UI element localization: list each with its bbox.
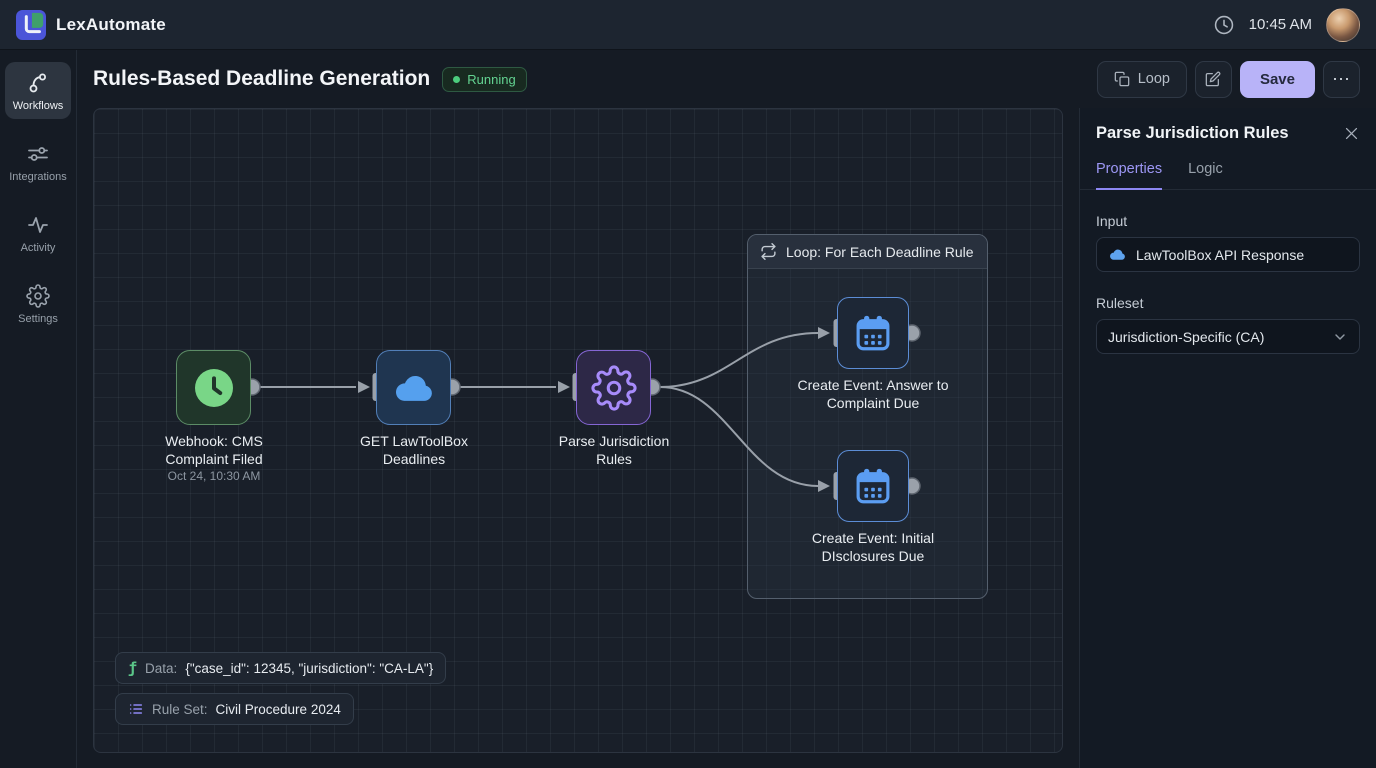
activity-pulse-icon (26, 213, 50, 237)
panel-tabs: Properties Logic (1080, 161, 1376, 190)
input-field-value: LawToolBox API Response (1136, 246, 1305, 263)
node-label-create-event-answer: Create Event: Answer to Complaint Due (797, 377, 949, 411)
sidebar-item-label: Integrations (9, 171, 67, 183)
sidebar-item-integrations[interactable]: Integrations (5, 133, 71, 190)
ruleset-field-label: Ruleset (1096, 295, 1144, 311)
gear-process-icon (590, 364, 637, 411)
properties-panel: Parse Jurisdiction Rules Properties Logi… (1079, 108, 1376, 768)
app-title: LexAutomate (56, 14, 166, 34)
data-payload-chip: ƒ Data: {"case_id": 12345, "jurisdiction… (115, 652, 447, 684)
function-json-icon: ƒ (128, 659, 138, 677)
node-parse-jurisdiction[interactable] (576, 350, 651, 425)
node-label-create-event-disclosures: Create Event: Initial DIsclosures Due (811, 530, 935, 564)
clock-trigger-icon (190, 364, 238, 412)
sidebar-item-settings[interactable]: Settings (5, 275, 71, 332)
data-chip-value: {"case_id": 12345, "jurisdiction": "CA-L… (185, 660, 434, 676)
status-badge: Running (442, 66, 527, 92)
workflow-canvas[interactable]: Loop: For Each Deadline Rule (93, 108, 1063, 753)
data-chip-label: Data: (145, 660, 178, 676)
clock-icon (1213, 14, 1235, 36)
node-webhook-cms[interactable] (176, 350, 251, 425)
ruleset-select-value: Jurisdiction-Specific (CA) (1108, 328, 1265, 345)
page-title: Rules-Based Deadline Generation (93, 67, 431, 90)
node-label-webhook: Webhook: CMS Complaint Filed (165, 433, 263, 467)
node-label-parse: Parse Jurisdiction Rules (558, 433, 670, 467)
sidebar-item-label: Workflows (12, 100, 64, 112)
calendar-icon (852, 465, 894, 507)
tab-logic[interactable]: Logic (1188, 161, 1223, 177)
edit-pencil-icon (1205, 71, 1221, 87)
calendar-icon (852, 312, 894, 354)
loop-group-header[interactable]: Loop: For Each Deadline Rule (748, 235, 987, 269)
save-button[interactable]: Save (1239, 60, 1315, 98)
sidebar-item-workflows[interactable]: Workflows (5, 62, 71, 119)
input-field[interactable]: LawToolBox API Response (1096, 237, 1360, 272)
list-icon (128, 701, 144, 717)
cloud-api-icon (391, 365, 437, 411)
lexautomate-logo-icon (16, 9, 46, 40)
rule-set-chip-value: Civil Procedure 2024 (215, 701, 341, 717)
node-timestamp-webhook: Oct 24, 10:30 AM (167, 469, 261, 483)
rule-set-chip-label: Rule Set: (152, 701, 208, 717)
repeat-loop-icon (760, 243, 777, 260)
node-create-event-disclosures[interactable] (837, 450, 909, 522)
ruleset-select[interactable]: Jurisdiction-Specific (CA) (1096, 319, 1360, 354)
workflow-icon (26, 71, 50, 95)
input-field-label: Input (1096, 213, 1128, 229)
chevron-down-icon (1332, 329, 1348, 345)
workflow-header: Rules-Based Deadline Generation Running … (77, 50, 1376, 108)
node-create-event-answer[interactable] (837, 297, 909, 369)
cloud-icon (1108, 245, 1127, 264)
more-options-button[interactable]: ⋯ (1323, 60, 1360, 98)
panel-title: Parse Jurisdiction Rules (1096, 124, 1289, 142)
node-label-get: GET LawToolBox Deadlines (360, 433, 468, 467)
tab-properties[interactable]: Properties (1096, 161, 1163, 190)
integrations-icon (26, 142, 50, 166)
current-time: 10:45 AM (1248, 16, 1312, 33)
close-icon[interactable] (1343, 125, 1360, 142)
sidebar-item-activity[interactable]: Activity (5, 204, 71, 261)
gear-icon (26, 284, 50, 308)
top-bar: LexAutomate 10:45 AM (0, 0, 1376, 50)
brand: LexAutomate (16, 9, 166, 40)
user-avatar[interactable] (1326, 7, 1360, 42)
rule-set-chip: Rule Set: Civil Procedure 2024 (115, 693, 354, 725)
status-dot (453, 75, 461, 83)
sidebar-item-label: Settings (18, 313, 58, 325)
loop-group-title: Loop: For Each Deadline Rule (786, 243, 974, 260)
sidebar-item-label: Activity (20, 242, 56, 254)
loop-button[interactable]: Loop (1096, 60, 1187, 98)
edit-button[interactable] (1194, 60, 1232, 98)
sidebar: Workflows Integrations Activity (0, 50, 77, 768)
copy-icon (1114, 71, 1130, 87)
node-get-lawtoolbox[interactable] (376, 350, 451, 425)
